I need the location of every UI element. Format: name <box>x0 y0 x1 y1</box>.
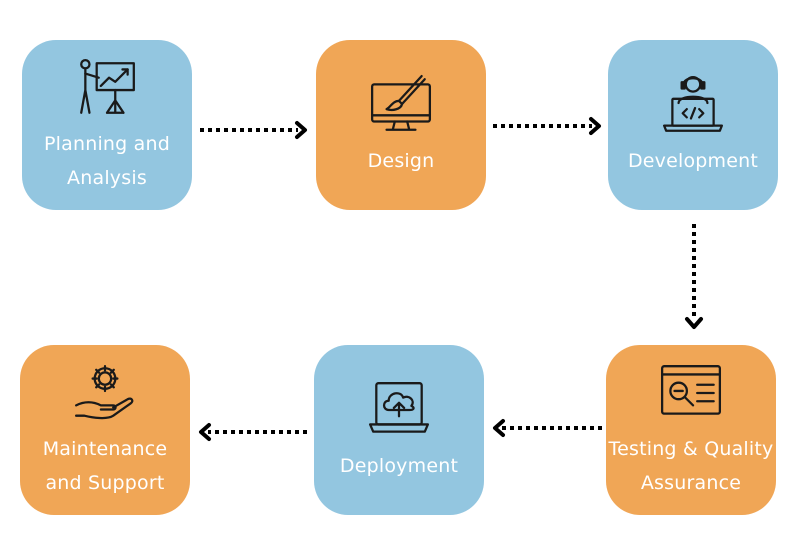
step-label-line: and Support <box>45 472 165 494</box>
step-development: Development <box>608 40 778 210</box>
step-maintenance-and-support: Maintenance and Support <box>20 345 190 515</box>
step-design: Design <box>316 40 486 210</box>
step-testing-and-quality-assurance: Testing & Quality Assurance <box>606 345 776 515</box>
step-label-line: Deployment <box>339 455 459 477</box>
step-planning-and-analysis: Planning and Analysis <box>22 40 192 210</box>
monitor-paintbrush-icon <box>368 72 434 138</box>
arrowhead <box>589 117 601 135</box>
code-inspection-icon <box>658 360 724 426</box>
arrowhead <box>295 121 307 139</box>
step-label-line: Testing & Quality <box>608 438 774 460</box>
step-label-line: Development <box>627 150 759 172</box>
cloud-upload-laptop-icon <box>366 377 432 443</box>
step-label-line: Analysis <box>67 167 147 189</box>
step-label-line: Design <box>367 150 435 172</box>
step-label-line: Assurance <box>640 472 742 494</box>
arrowhead <box>685 317 703 329</box>
step-label-line: Planning and <box>43 133 171 155</box>
step-deployment: Deployment <box>314 345 484 515</box>
presentation-chart-icon <box>74 55 140 121</box>
gear-hand-icon <box>72 360 138 426</box>
arrowhead <box>199 423 211 441</box>
developer-laptop-icon <box>660 72 726 138</box>
step-label-line: Maintenance <box>42 438 168 460</box>
arrowhead <box>493 419 505 437</box>
